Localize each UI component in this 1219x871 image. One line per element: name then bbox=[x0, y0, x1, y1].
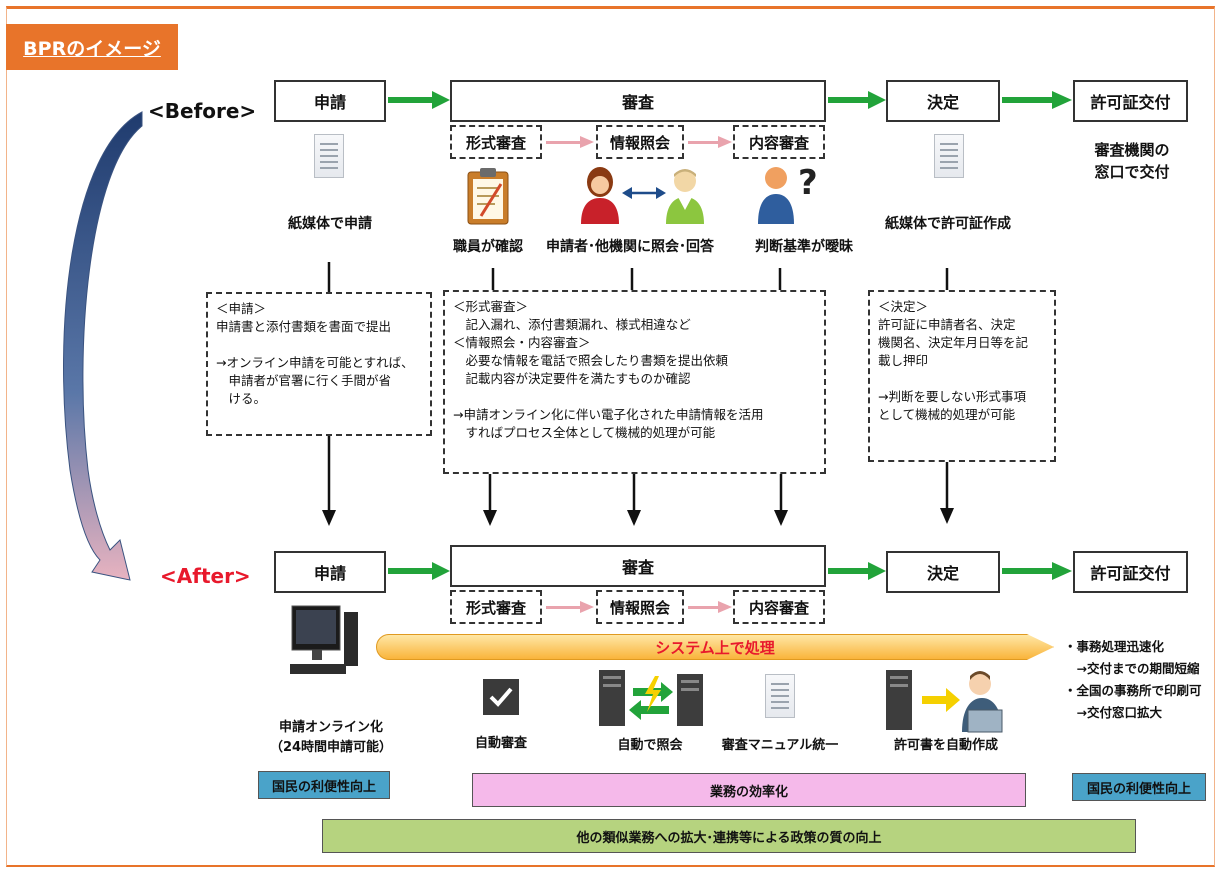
outer-frame bbox=[6, 6, 1215, 867]
badge-policy-quality: 他の類似業務への拡大･連携等による政策の質の向上 bbox=[322, 819, 1136, 853]
caption-inquiry: 申請者･他機関に照会･回答 bbox=[546, 239, 714, 255]
caption-auto-permit: 許可書を自動作成 bbox=[893, 738, 998, 753]
page-title: BPRのイメージ bbox=[23, 37, 161, 60]
caption-criteria: 判断基準が曖昧 bbox=[755, 239, 853, 255]
note-apply: ＜申請＞ 申請書と添付書類を書面で提出 →オンライン申請を可能とすれば、 申請者… bbox=[206, 292, 432, 436]
after-step-apply: 申請 bbox=[274, 551, 386, 593]
system-processing-bar: システム上で処理 bbox=[376, 634, 1054, 660]
caption-paper-apply: 紙媒体で申請 bbox=[288, 216, 372, 232]
confused-person-icon: ? bbox=[758, 163, 818, 224]
svg-text:?: ? bbox=[798, 163, 818, 203]
clipboard-icon bbox=[467, 168, 509, 225]
before-substep-format: 形式審査 bbox=[450, 125, 542, 159]
before-substep-content: 内容審査 bbox=[733, 125, 825, 159]
badge-convenience-left: 国民の利便性向上 bbox=[258, 771, 390, 799]
before-step-permit: 許可証交付 bbox=[1073, 80, 1188, 122]
server-exchange-icon bbox=[599, 670, 703, 726]
note-decision: ＜決定＞ 許可証に申請者名、決定 機関名、決定年月日等を記 載し押印 →判断を要… bbox=[868, 290, 1056, 462]
badge-efficiency: 業務の効率化 bbox=[472, 773, 1026, 807]
caption-paper-permit: 紙媒体で許可証作成 bbox=[885, 216, 1011, 232]
computer-icon bbox=[290, 605, 358, 674]
caption-auto-review: 自動審査 bbox=[474, 736, 527, 751]
after-step-review: 審査 bbox=[450, 545, 826, 587]
before-label: <Before> bbox=[148, 99, 257, 123]
caption-auto-inquiry: 自動で照会 bbox=[617, 738, 683, 753]
caption-window-delivery: 審査機関の 窓口で交付 bbox=[1094, 141, 1170, 181]
paper-document-icon bbox=[314, 134, 344, 178]
after-label: <After> bbox=[160, 564, 251, 588]
after-substep-content: 内容審査 bbox=[733, 590, 825, 624]
after-substep-inquiry: 情報照会 bbox=[596, 590, 684, 624]
applicant-person-icon bbox=[581, 167, 619, 224]
after-substep-format: 形式審査 bbox=[450, 590, 542, 624]
caption-staff-check: 職員が確認 bbox=[453, 239, 523, 255]
checkbox-icon bbox=[483, 679, 519, 715]
badge-convenience-right: 国民の利便性向上 bbox=[1072, 773, 1206, 801]
before-step-review: 審査 bbox=[450, 80, 826, 122]
after-step-decision: 決定 bbox=[886, 551, 1000, 593]
agency-person-icon bbox=[666, 169, 704, 224]
manual-document-icon bbox=[765, 674, 795, 718]
system-processing-label: システム上で処理 bbox=[655, 638, 775, 657]
caption-online-apply: 申請オンライン化 （24時間申請可能） bbox=[269, 720, 393, 755]
caption-manual-unify: 審査マニュアル統一 bbox=[721, 738, 839, 753]
before-step-decision: 決定 bbox=[886, 80, 1000, 122]
title-tag: BPRのイメージ bbox=[6, 24, 178, 70]
before-step-apply: 申請 bbox=[274, 80, 386, 122]
note-review: ＜形式審査＞ 記入漏れ、添付書類漏れ、様式相違など ＜情報照会・内容審査＞ 必要… bbox=[443, 290, 826, 474]
after-step-permit: 許可証交付 bbox=[1073, 551, 1188, 593]
server-to-person-icon bbox=[886, 670, 1003, 733]
paper-permit-icon bbox=[934, 134, 964, 178]
benefits-list: ・事務処理迅速化 →交付までの期間短縮 ・全国の事務所で印刷可 →交付窓口拡大 bbox=[1064, 639, 1202, 720]
before-substep-inquiry: 情報照会 bbox=[596, 125, 684, 159]
